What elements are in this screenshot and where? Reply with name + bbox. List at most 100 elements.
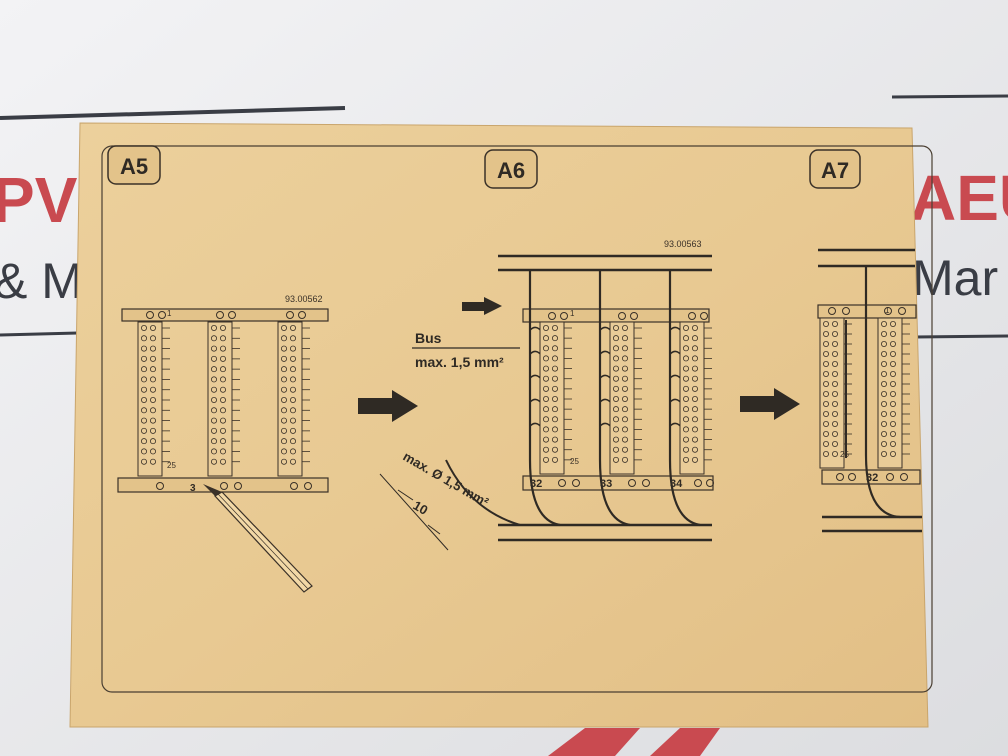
a6-terminal-block-screw [692, 426, 699, 433]
a7-terminal-end: 25 [840, 450, 849, 459]
a6-terminal-block [609, 321, 642, 475]
a6-terminal-block-screw [613, 406, 620, 413]
a7-terminal-block-body [819, 317, 845, 469]
a7-terminal-block [819, 317, 852, 469]
a6-terminal-block-screw [692, 406, 699, 413]
a7-terminal-block-screw [890, 370, 897, 377]
a7-terminal-block-screw [832, 320, 839, 327]
rail-screw [618, 312, 626, 320]
rail-screw [836, 473, 844, 481]
a7-terminal-block-screw [890, 450, 897, 457]
a6-terminal-block-screw [692, 395, 699, 402]
a5-terminal-block-screw [289, 355, 296, 362]
panel-label-a7: A7 [809, 149, 861, 189]
arrow-right-icon-2 [740, 388, 800, 420]
instruction-sheet [70, 123, 928, 727]
bus-label: Bus [415, 330, 442, 346]
dimension-line [379, 473, 449, 551]
a6-terminal-block-body [679, 321, 705, 475]
a7-terminal-block-screw [881, 380, 888, 387]
a6-terminal-block-body [609, 321, 635, 475]
a6-terminal-block-screw [622, 345, 629, 352]
rail-screw [158, 311, 166, 319]
a5-terminal-block-screw [210, 427, 217, 434]
a5-terminal-block-screw [149, 376, 156, 383]
a6-terminal-block-screw [613, 436, 620, 443]
a5-terminal-block-screw [219, 376, 226, 383]
a5-terminal-block-screw [149, 396, 156, 403]
a6-terminal-block-screw [683, 345, 690, 352]
a5-terminal-start: 1 [167, 309, 172, 318]
a5-terminal-block-screw [149, 366, 156, 373]
a5-terminal-block-screw [149, 335, 156, 342]
a5-terminal-block-screw [289, 417, 296, 424]
a5-block-number: 3 [190, 483, 196, 494]
rail-screw [560, 312, 568, 320]
a6-terminal-block-screw [622, 365, 629, 372]
a5-terminal-block-screw [289, 396, 296, 403]
a6-terminal-block-screw [692, 416, 699, 423]
a7-terminal-block [877, 317, 910, 469]
a5-terminal-block-screw [289, 407, 296, 414]
a6-block-number-3: 34 [670, 478, 683, 490]
a5-terminal-block-screw [210, 396, 217, 403]
a5-terminal-block-screw [140, 355, 147, 362]
a5-terminal-block-screw [280, 427, 287, 434]
a5-terminal-block-screw [280, 345, 287, 352]
a6-terminal-block-screw [552, 335, 559, 342]
rail-screw [304, 482, 312, 490]
a6-terminal-block-screw [692, 436, 699, 443]
a6-terminal-block-screw [613, 324, 620, 331]
rail-screw [156, 482, 164, 490]
a7-terminal-block-screw [832, 430, 839, 437]
rail-screw [286, 311, 294, 319]
a6-terminal-block-screw [543, 324, 550, 331]
a5-terminal-block-screw [280, 438, 287, 445]
rail-screw [630, 312, 638, 320]
a6-terminal-block-screw [683, 426, 690, 433]
background-stripe-right [891, 94, 1008, 99]
a7-terminal-block-screw [832, 420, 839, 427]
a7-block-number-1: 32 [866, 472, 878, 484]
a6-terminal-block-screw [692, 335, 699, 342]
a6-terminal-block-screw [543, 436, 550, 443]
a7-wire [864, 266, 901, 519]
a6-terminal-block-screw [683, 406, 690, 413]
a6-terminal-block-screw [683, 446, 690, 453]
a5-terminal-block [207, 321, 240, 477]
a6-terminal-block-screw [692, 375, 699, 382]
panel-label-a6-text: A6 [497, 158, 525, 183]
a6-terminal-block-screw [683, 385, 690, 392]
a6-terminal-block-screw [622, 426, 629, 433]
a5-terminal-block-screw [210, 324, 217, 331]
a5-terminal-block-body [207, 321, 233, 477]
a6-terminal-block-screw [543, 416, 550, 423]
a7-terminal-block-screw [832, 390, 839, 397]
a5-terminal-block-screw [210, 345, 217, 352]
a5-terminal-block-screw [219, 366, 226, 373]
a6-terminal-block-screw [692, 355, 699, 362]
a5-terminal-block-screw [280, 458, 287, 465]
a5-terminal-block-screw [219, 386, 226, 393]
a5-terminal-block-screw [219, 355, 226, 362]
a5-terminal-block-screw [210, 417, 217, 424]
a6-terminal-end: 25 [570, 457, 579, 466]
a5-terminal-block-screw [149, 427, 156, 434]
a6-terminal-block-screw [613, 426, 620, 433]
a7-terminal-block-screw [823, 390, 830, 397]
a6-terminal-block-screw [552, 355, 559, 362]
a7-terminal-block-screw [823, 430, 830, 437]
a7-terminal-start: 1 [885, 306, 890, 315]
a6-terminal-block-body [539, 321, 565, 475]
a6-terminal-block-screw [622, 446, 629, 453]
a6-terminal-block-screw [552, 385, 559, 392]
rail-screw [548, 312, 556, 320]
panel-label-a7-text: A7 [821, 158, 849, 183]
a7-terminal-block-screw [823, 400, 830, 407]
a6-terminal-block-screw [543, 375, 550, 382]
a7-terminal-block-screw [890, 440, 897, 447]
a7-terminal-block-screw [832, 340, 839, 347]
a7-terminal-block-screw [832, 370, 839, 377]
background-black-text-left: & M [0, 253, 83, 309]
rail-screw [884, 307, 892, 315]
